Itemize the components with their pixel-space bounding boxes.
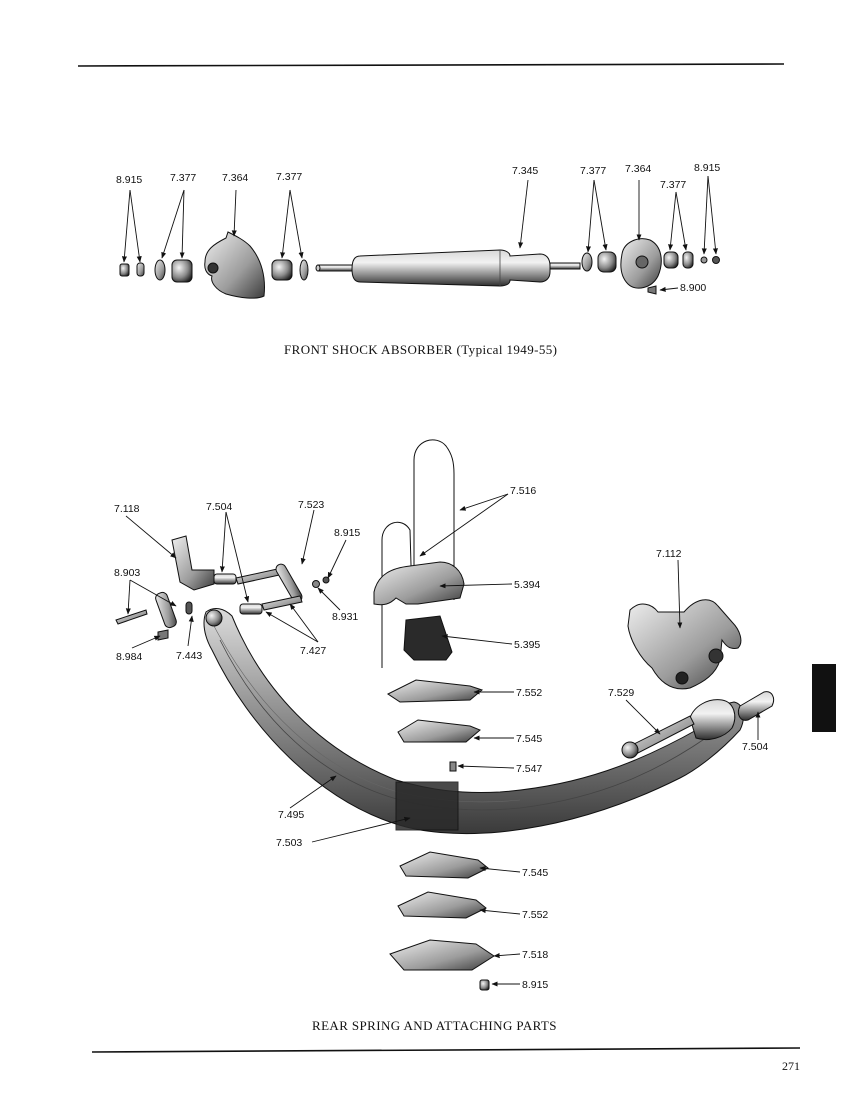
- bolt-7529-head: [621, 741, 639, 759]
- label-7118: 7.118: [114, 503, 140, 515]
- label-7345: 7.345: [512, 165, 538, 177]
- label-8931: 8.931: [332, 611, 358, 623]
- label-7112: 7.112: [656, 548, 682, 560]
- front-shock-absorber-illustration: [119, 231, 720, 299]
- rear-leader-lines: [125, 493, 761, 987]
- label-7545-a: 7.545: [516, 733, 542, 745]
- fitting-8984: [157, 629, 169, 641]
- nut-8931: [312, 580, 320, 588]
- bracket-bolt-hole: [207, 262, 219, 274]
- label-5395: 5.395: [514, 639, 540, 651]
- label-7552-a: 7.552: [516, 687, 542, 699]
- label-7495: 7.495: [278, 809, 304, 821]
- nut-8915-right-a: [700, 256, 708, 264]
- label-7529: 7.529: [608, 687, 634, 699]
- label-8915-d: 8.915: [522, 979, 548, 991]
- front-caption: FRONT SHOCK ABSORBER (Typical 1949-55): [284, 342, 557, 357]
- grommet-7364-left: [171, 259, 193, 283]
- bumper-bracket-5394: [373, 561, 465, 606]
- label-7518: 7.518: [522, 949, 548, 961]
- grommet-7377-left-inner: [271, 259, 293, 281]
- rod-end: [315, 264, 321, 272]
- grommet-7377-right-b: [597, 251, 617, 273]
- bolt-7547: [449, 761, 457, 772]
- label-8915-c: 8.915: [334, 527, 360, 539]
- rear-hanger-hole: [675, 671, 689, 685]
- spring-center-clip-7503: [395, 781, 459, 831]
- seat-plate-7552-upper: [387, 679, 484, 703]
- label-8915-a: 8.915: [116, 174, 142, 186]
- label-8984: 8.984: [116, 651, 142, 663]
- washer-7377-left-inner: [299, 259, 309, 281]
- label-7443: 7.443: [176, 650, 202, 662]
- top-rule: [77, 63, 785, 67]
- bottom-rule: [91, 1047, 801, 1053]
- nut-8915-shackle: [322, 576, 330, 584]
- nut-8915-left: [119, 263, 130, 277]
- label-7504-a: 7.504: [206, 501, 232, 513]
- shock-lower-stem: [549, 262, 581, 270]
- label-7552-b: 7.552: [522, 909, 548, 921]
- nut-8915-right-b: [712, 256, 720, 264]
- rear-part-labels: 7.118 7.504 7.523 8.915 7.516 8.903 8.93…: [114, 485, 768, 991]
- label-7523: 7.523: [298, 499, 324, 511]
- insulator-7545-upper: [397, 719, 481, 743]
- grommet-7377-right-d: [682, 251, 694, 269]
- label-7504-b: 7.504: [742, 741, 768, 753]
- shock-body-tube: [351, 249, 551, 287]
- mount-plate-center: [635, 255, 649, 269]
- label-7516: 7.516: [510, 485, 536, 497]
- label-7427: 7.427: [300, 645, 326, 657]
- rear-spring-illustration: [115, 439, 775, 991]
- label-8900: 8.900: [680, 282, 706, 294]
- nut-8915-bottom: [479, 979, 490, 991]
- label-8915-b: 8.915: [694, 162, 720, 174]
- upper-mount-bracket: [204, 231, 265, 299]
- u-bolt-7516-front: [381, 521, 413, 668]
- spring-plate-7518: [389, 939, 495, 971]
- label-7364-a: 7.364: [222, 172, 248, 184]
- label-7377-a: 7.377: [170, 172, 196, 184]
- bushing-7427-a: [239, 603, 263, 615]
- label-7364-b: 7.364: [625, 163, 651, 175]
- label-7545-b: 7.545: [522, 867, 548, 879]
- u-bolt-7516-rear: [413, 439, 455, 600]
- section-tab-marker: [812, 664, 836, 732]
- bolt-8900: [647, 285, 657, 295]
- seat-plate-7552-lower: [397, 891, 487, 919]
- front-part-labels: 8.915 7.377 7.364 7.377 7.345 7.377 7.36…: [116, 162, 720, 294]
- label-8903: 8.903: [114, 567, 140, 579]
- insulator-7545-lower: [399, 851, 489, 879]
- spring-rear-eye: [689, 699, 736, 741]
- rear-hanger-7112: [627, 599, 742, 690]
- bushing-7504-front: [213, 573, 237, 585]
- rear-caption: REAR SPRING AND ATTACHING PARTS: [312, 1018, 557, 1033]
- grommet-7377-right-c: [663, 251, 679, 269]
- spring-leaf-edge-2: [213, 625, 521, 803]
- shackle-bolt-lower: [261, 595, 303, 611]
- spring-front-eye: [205, 609, 223, 627]
- bolt-8903: [115, 609, 148, 625]
- rubber-bumper-5395: [403, 615, 453, 661]
- front-leader-lines: [121, 175, 718, 292]
- washer-7377-left-small: [136, 262, 145, 277]
- label-7547: 7.547: [516, 763, 542, 775]
- label-7377-b: 7.377: [276, 171, 302, 183]
- grommet-7377-right-a: [581, 252, 593, 272]
- label-7377-d: 7.377: [660, 179, 686, 191]
- grommet-7377-left-outer: [154, 259, 166, 281]
- washer-front-small: [185, 601, 193, 615]
- page-number: 271: [782, 1059, 800, 1073]
- label-5394: 5.394: [514, 579, 540, 591]
- shackle-plate-7443: [155, 591, 177, 629]
- hanger-bracket-7118: [171, 535, 215, 591]
- rear-hanger-boss: [708, 648, 724, 664]
- bushing-7504-rear: [737, 691, 775, 721]
- label-7503: 7.503: [276, 837, 302, 849]
- label-7377-c: 7.377: [580, 165, 606, 177]
